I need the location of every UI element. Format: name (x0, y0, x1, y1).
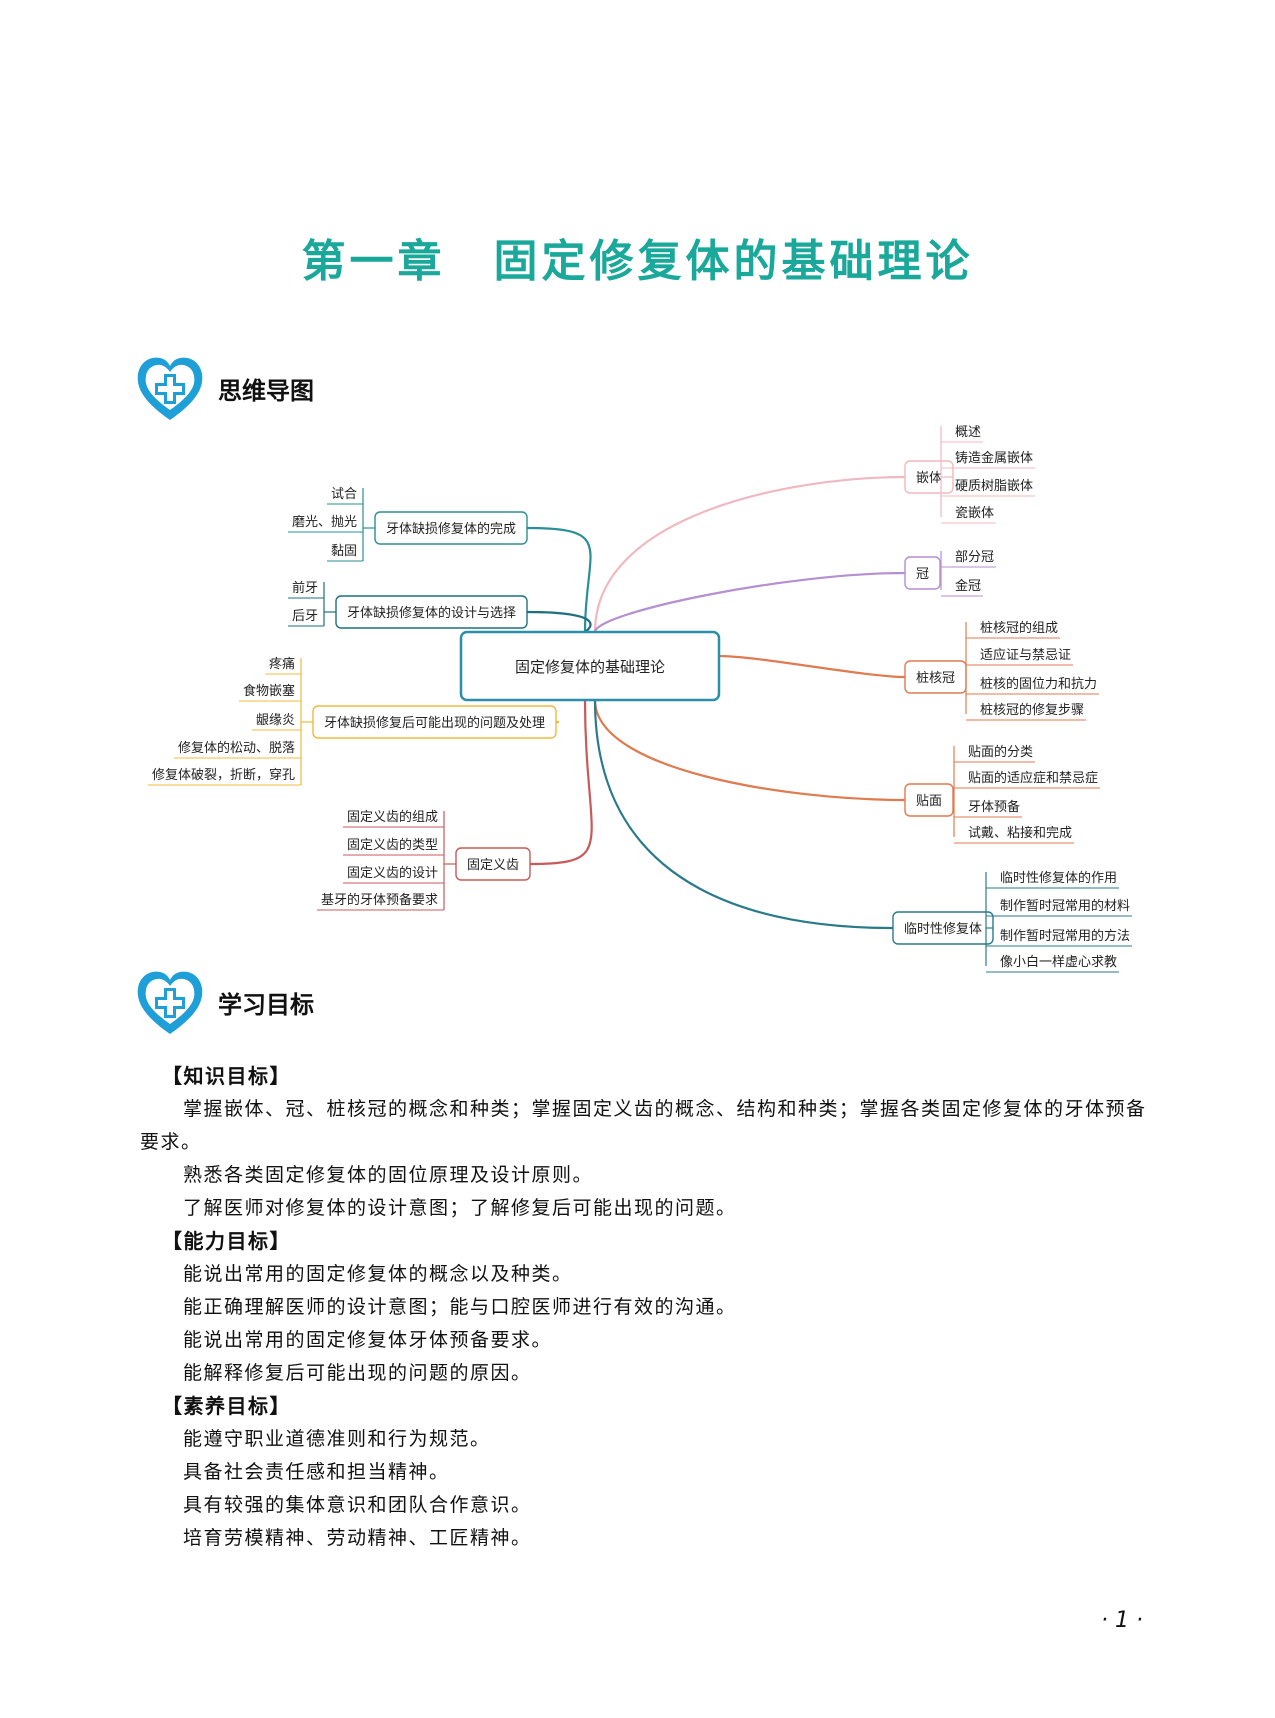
objective-line: 能遵守职业道德准则和行为规范。 (183, 1428, 491, 1450)
leaf-label: 制作暂时冠常用的材料 (1000, 898, 1130, 914)
page-number: · 1 · (1101, 1608, 1143, 1633)
leaf-label: 概述 (955, 425, 981, 440)
objective-heading: 【知识目标】 (162, 1064, 291, 1088)
leaf-label: 黏固 (331, 543, 357, 559)
leaf-label: 后牙 (292, 609, 318, 624)
leaf-label: 修复体的松动、脱落 (178, 740, 295, 756)
leaf-label: 部分冠 (955, 550, 994, 565)
objective-line: 了解医师对修复体的设计意图；了解修复后可能出现的问题。 (183, 1197, 737, 1219)
leaf-label: 固定义齿的组成 (347, 809, 438, 825)
branch-connector (529, 699, 593, 866)
objective-line: 掌握嵌体、冠、桩核冠的概念和种类；掌握固定义齿的概念、结构和种类；掌握各类固定修… (140, 1098, 1147, 1153)
objective-line: 培育劳模精神、劳动精神、工匠精神。 (183, 1527, 532, 1549)
leaf-label: 临时性修复体的作用 (1000, 870, 1117, 886)
leaf-label: 贴面的分类 (968, 744, 1033, 760)
leaf-label: 牙体预备 (968, 799, 1020, 815)
leaf-label: 桩核冠的修复步骤 (980, 702, 1084, 718)
branch-label: 牙体缺损修复体的完成 (386, 521, 516, 537)
heart-cross-icon (137, 971, 203, 1034)
center-node (459, 630, 721, 702)
leaf-label: 食物嵌塞 (243, 683, 295, 699)
branch-label: 牙体缺损修复后可能出现的问题及处理 (324, 715, 545, 731)
mindmap-section-header: 思维导图 (134, 350, 314, 426)
branch-connector (526, 610, 592, 633)
objective-line: 能正确理解医师的设计意图；能与口腔医师进行有效的沟通。 (183, 1296, 737, 1318)
objective-line: 能说出常用的固定修复体牙体预备要求。 (183, 1329, 553, 1351)
section-label-mindmap: 思维导图 (218, 376, 314, 405)
leaf-label: 像小白一样虚心求教 (1000, 954, 1117, 970)
leaf-label: 疼痛 (269, 656, 295, 672)
branch-connector (593, 571, 906, 633)
leaf-label: 桩核的固位力和抗力 (980, 676, 1097, 692)
leaf-label: 前牙 (292, 580, 318, 596)
leaf-label: 固定义齿的设计 (347, 865, 438, 881)
heart-cross-icon (137, 357, 203, 420)
objectives-section-header: 学习目标 (134, 964, 314, 1040)
objective-line: 熟悉各类固定修复体的固位原理及设计原则。 (183, 1164, 594, 1186)
branch-label: 贴面 (916, 794, 942, 809)
objective-heading: 【能力目标】 (162, 1229, 291, 1253)
leaf-label: 金冠 (955, 578, 981, 594)
center-label: 固定修复体的基础理论 (515, 658, 665, 676)
leaf-label: 硬质树脂嵌体 (955, 479, 1033, 494)
leaf-label: 磨光、抛光 (292, 515, 357, 530)
branch-label: 桩核冠 (916, 671, 955, 686)
leaf-label: 龈缘炎 (256, 713, 295, 728)
section-label-objectives: 学习目标 (218, 990, 314, 1019)
leaf-label: 固定义齿的类型 (347, 837, 438, 853)
objective-heading: 【素养目标】 (162, 1394, 291, 1418)
leaf-label: 基牙的牙体预备要求 (321, 892, 438, 908)
leaf-label: 贴面的适应症和禁忌症 (968, 770, 1098, 786)
branch-label: 冠 (916, 567, 929, 582)
branch-label: 固定义齿 (467, 858, 519, 873)
objective-line: 具备社会责任感和担当精神。 (183, 1461, 450, 1483)
leaf-label: 制作暂时冠常用的方法 (1000, 928, 1130, 944)
leaf-label: 适应证与禁忌证 (980, 647, 1071, 663)
branch-label: 临时性修复体 (904, 922, 982, 937)
objective-line: 具有较强的集体意识和团队合作意识。 (183, 1494, 532, 1516)
branch-label: 牙体缺损修复体的设计与选择 (347, 605, 516, 621)
leaf-label: 桩核冠的组成 (980, 620, 1058, 636)
leaf-label: 试合 (331, 487, 357, 502)
branch-connector (718, 654, 906, 679)
branch-connector (593, 699, 894, 930)
branch-connector (593, 475, 906, 633)
chapter-title: 第一章 固定修复体的基础理论 (301, 236, 974, 287)
branch-label: 嵌体 (916, 471, 942, 486)
learning-objectives: 【知识目标】掌握嵌体、冠、桩核冠的概念和种类；掌握固定义齿的概念、结构和种类；掌… (140, 1060, 1150, 1555)
leaf-label: 试戴、粘接和完成 (968, 825, 1072, 841)
branch-connector (526, 526, 592, 633)
leaf-label: 铸造金属嵌体 (955, 450, 1033, 466)
objective-line: 能解释修复后可能出现的问题的原因。 (183, 1362, 532, 1384)
leaf-label: 修复体破裂，折断，穿孔 (152, 767, 295, 783)
leaf-label: 瓷嵌体 (955, 506, 994, 521)
objective-line: 能说出常用的固定修复体的概念以及种类。 (183, 1263, 573, 1285)
branch-connector (593, 699, 906, 802)
